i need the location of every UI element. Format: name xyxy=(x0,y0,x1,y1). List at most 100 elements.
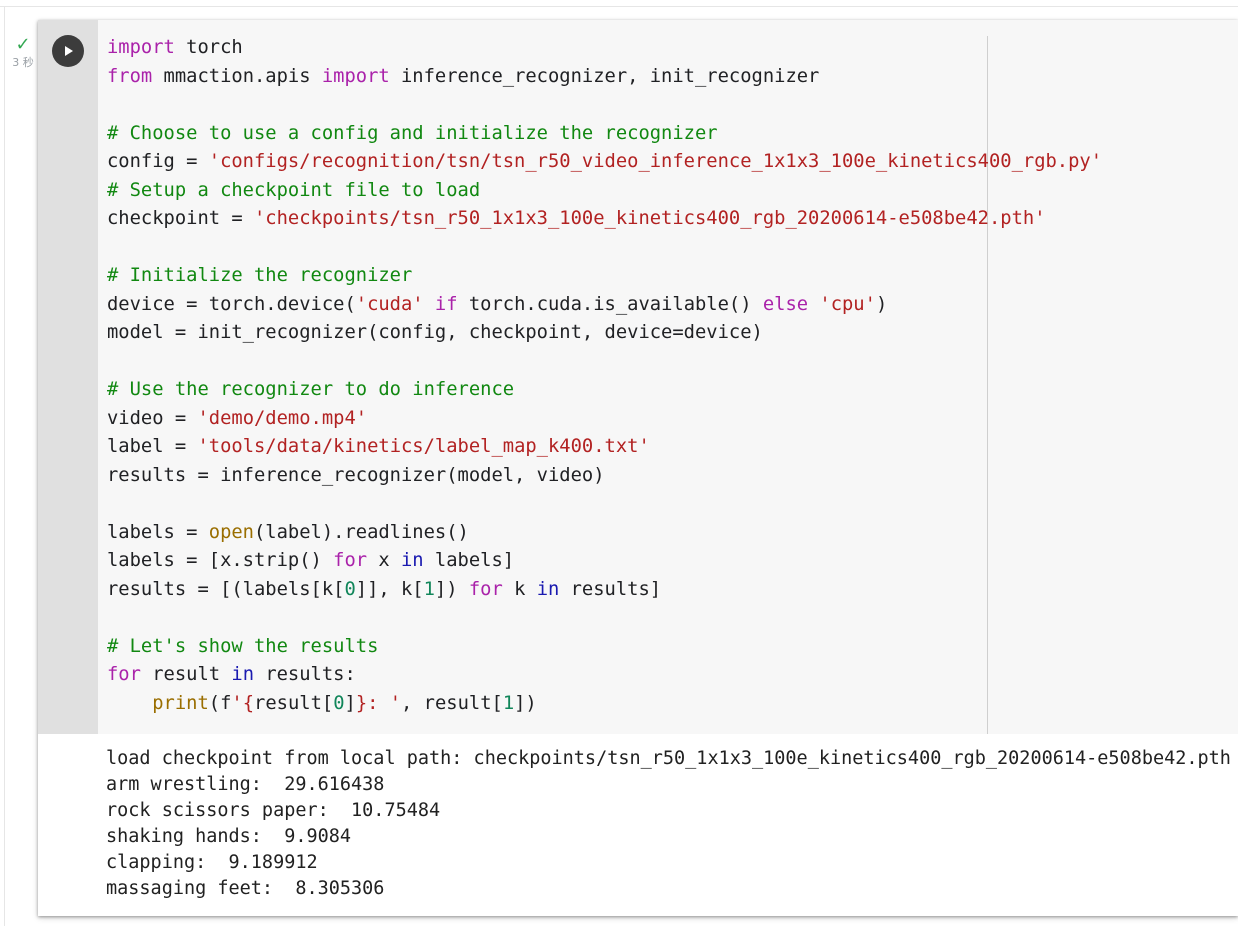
code-token: from xyxy=(107,65,153,87)
output-line: clapping: 9.189912 xyxy=(106,852,318,873)
output-line: arm wrestling: 29.616438 xyxy=(106,774,385,795)
output-line: shaking hands: 9.9084 xyxy=(106,826,352,847)
output-line: massaging feet: 8.305306 xyxy=(106,878,385,899)
play-icon xyxy=(65,46,73,56)
left-divider xyxy=(4,6,5,926)
code-token xyxy=(808,294,819,315)
code-token: in xyxy=(401,550,424,571)
code-token: ]) xyxy=(514,692,537,714)
top-divider xyxy=(0,6,1238,7)
code-token: ]) xyxy=(434,578,469,600)
run-cell-button[interactable] xyxy=(52,35,84,67)
code-token: video = xyxy=(107,407,198,429)
code-token: 'cuda' xyxy=(355,293,424,315)
cell-output: load checkpoint from local path: checkpo… xyxy=(106,746,1231,902)
code-token: checkpoint = xyxy=(107,208,254,229)
code-token: torch xyxy=(174,37,243,58)
code-line[interactable]: # Choose to use a config and initialize … xyxy=(107,120,1102,149)
code-line[interactable]: label = 'tools/data/kinetics/label_map_k… xyxy=(107,433,1102,462)
code-token: if xyxy=(434,293,458,315)
code-line[interactable] xyxy=(107,91,1102,120)
code-line[interactable]: # Initialize the recognizer xyxy=(107,262,1102,291)
code-line[interactable]: model = init_recognizer(config, checkpoi… xyxy=(107,319,1102,348)
code-token: 'configs/recognition/tsn/tsn_r50_video_i… xyxy=(208,151,1103,172)
code-line[interactable]: config = 'configs/recognition/tsn/tsn_r5… xyxy=(107,148,1102,177)
code-token: x xyxy=(367,550,401,571)
code-token: k xyxy=(502,578,537,600)
code-token: label = xyxy=(107,436,198,457)
code-token: ]], k[ xyxy=(355,578,424,600)
code-token: open xyxy=(208,521,254,543)
code-line[interactable]: # Setup a checkpoint file to load xyxy=(107,177,1102,206)
output-line: load checkpoint from local path: checkpo… xyxy=(106,748,1231,769)
code-token: 1 xyxy=(423,578,435,600)
code-line[interactable]: labels = [x.strip() for x in labels] xyxy=(107,547,1102,576)
code-token: results: xyxy=(254,664,356,685)
code-token: config = xyxy=(107,151,209,172)
code-line[interactable] xyxy=(107,234,1102,263)
check-icon: ✓ xyxy=(15,34,31,55)
code-line[interactable]: video = 'demo/demo.mp4' xyxy=(107,405,1102,434)
execution-time: 3 秒 xyxy=(12,56,34,69)
code-line[interactable]: # Use the recognizer to do inference xyxy=(107,376,1102,405)
cell-gutter xyxy=(38,20,98,734)
code-line[interactable]: results = inference_recognizer(model, vi… xyxy=(107,462,1102,491)
code-token xyxy=(107,693,152,714)
code-token: # Initialize the recognizer xyxy=(107,265,413,286)
code-token: in xyxy=(536,578,560,600)
code-line[interactable] xyxy=(107,348,1102,377)
code-token: , result[ xyxy=(401,692,503,714)
code-token: ) xyxy=(875,293,888,315)
code-token: (label).readlines() xyxy=(254,521,469,543)
code-token: print xyxy=(152,692,209,714)
code-token: 'tools/data/kinetics/label_map_k400.txt' xyxy=(197,436,650,457)
code-token: inference_recognizer, init_recognizer xyxy=(389,65,820,87)
code-line[interactable]: # Let's show the results xyxy=(107,633,1102,662)
execution-status: ✓ 3 秒 xyxy=(8,36,38,70)
code-token: }: ' xyxy=(355,692,402,714)
code-token: 0 xyxy=(344,578,356,600)
code-token: result xyxy=(140,664,232,685)
code-token: torch.cuda.is_available() xyxy=(457,293,763,315)
code-token: for xyxy=(107,664,141,685)
code-token: 'cpu' xyxy=(819,293,876,315)
code-token: for xyxy=(468,578,503,600)
code-line[interactable]: for result in results: xyxy=(107,661,1102,690)
code-token: import xyxy=(321,65,390,87)
code-token: for xyxy=(333,550,368,571)
code-token: labels = xyxy=(107,521,209,543)
code-token: in xyxy=(231,664,255,685)
code-line[interactable]: checkpoint = 'checkpoints/tsn_r50_1x1x3_… xyxy=(107,205,1102,234)
code-token: # Setup a checkpoint file to load xyxy=(107,179,481,201)
code-line[interactable]: device = torch.device('cuda' if torch.cu… xyxy=(107,291,1102,320)
code-line[interactable] xyxy=(107,604,1102,633)
code-token: results = [(labels[k[ xyxy=(107,578,345,600)
code-token: 'demo/demo.mp4' xyxy=(197,407,368,429)
code-token: result[ xyxy=(254,692,334,714)
code-token: 0 xyxy=(333,692,345,714)
code-token xyxy=(424,294,435,315)
code-line[interactable]: from mmaction.apis import inference_reco… xyxy=(107,63,1102,92)
code-token: results = inference_recognizer(model, vi… xyxy=(107,464,605,486)
code-token: mmaction.apis xyxy=(152,65,322,87)
code-token: model = init_recognizer(config, checkpoi… xyxy=(107,322,763,343)
code-line[interactable] xyxy=(107,490,1102,519)
code-token: '{ xyxy=(231,692,255,714)
code-line[interactable]: print(f'{result[0]}: ', result[1]) xyxy=(107,690,1102,719)
code-token: # Choose to use a config and initialize … xyxy=(107,122,718,144)
code-token: 'checkpoints/tsn_r50_1x1x3_100e_kinetics… xyxy=(254,208,1046,229)
code-token: labels] xyxy=(423,550,515,571)
code-token: (f xyxy=(208,692,232,714)
code-token: # Let's show the results xyxy=(107,635,379,657)
output-line: rock scissors paper: 10.75484 xyxy=(106,800,441,821)
code-token: 1 xyxy=(502,692,515,714)
code-token: ] xyxy=(344,692,356,714)
code-line[interactable]: import torch xyxy=(107,34,1102,63)
code-token: device = torch.device( xyxy=(107,293,356,315)
code-token: # Use the recognizer to do inference xyxy=(107,379,515,400)
code-line[interactable]: labels = open(label).readlines() xyxy=(107,519,1102,548)
code-line[interactable]: results = [(labels[k[0]], k[1]) for k in… xyxy=(107,576,1102,605)
